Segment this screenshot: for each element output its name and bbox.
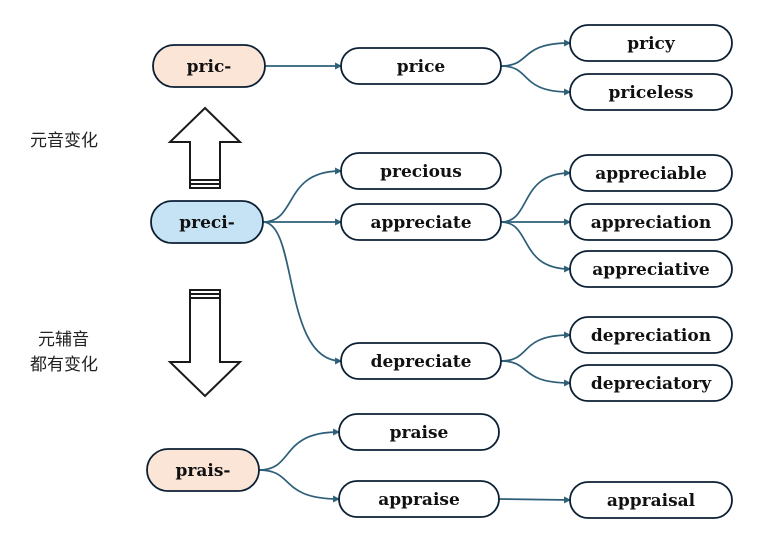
nodes-layer: pric-price pricy priceless preci-precious ap… — [146, 24, 733, 519]
node-preci-label: preci- — [179, 213, 235, 233]
node-depreciation-label: depreciation — [591, 326, 711, 346]
node-appreciative-label: appreciative — [592, 260, 710, 280]
edge-price-to-pricy — [500, 39, 572, 67]
node-appraise: appraise — [338, 480, 500, 518]
node-pricy-label: pricy — [627, 34, 676, 54]
node-pric-box — [152, 44, 266, 88]
edge-preci-to-precious — [262, 167, 343, 223]
edge-preci-to-depreciate — [262, 221, 343, 365]
node-precious: precious — [340, 152, 502, 190]
node-pricy: pricy — [569, 24, 733, 62]
node-depreciatory: depreciatory — [569, 364, 733, 402]
edges-layer — [258, 39, 572, 504]
node-preci: preci- — [150, 200, 264, 244]
node-pric: pric- — [152, 44, 266, 88]
note-both-change-line1: 元辅音 — [38, 330, 89, 350]
node-appreciation: appreciation — [569, 203, 733, 241]
node-depreciation-box — [569, 316, 733, 354]
node-price-label: price — [397, 57, 446, 77]
node-appreciation-label: appreciation — [591, 213, 711, 233]
edge-price-to-priceless — [500, 65, 572, 96]
edge-appreciate-to-appreciable — [500, 169, 572, 223]
node-appreciate-label: appreciate — [370, 213, 471, 233]
edge-prais-to-appraise — [258, 469, 341, 503]
edge-appreciate-to-appreciative — [500, 221, 572, 273]
node-appreciation-box — [569, 203, 733, 241]
edge-depreciate-to-depreciatory — [500, 360, 572, 387]
node-appraise-box — [338, 480, 500, 518]
node-priceless-label: priceless — [609, 83, 694, 103]
node-appraisal-label: appraisal — [607, 491, 696, 511]
node-prais: prais- — [146, 448, 260, 492]
note-vowel-change: 元音变化 — [30, 131, 98, 151]
edge-depreciate-to-depreciation — [500, 331, 572, 362]
node-priceless-box — [569, 73, 733, 111]
node-depreciatory-box — [569, 364, 733, 402]
edge-appraise-to-appraisal — [498, 496, 572, 504]
node-praise: praise — [338, 413, 500, 451]
up-arrow-icon — [167, 106, 243, 189]
node-appraisal: appraisal — [569, 481, 733, 519]
node-depreciatory-label: depreciatory — [591, 374, 712, 394]
node-preci-box — [150, 200, 264, 244]
node-appreciable-label: appreciable — [595, 164, 707, 184]
node-praise-box — [338, 413, 500, 451]
node-appraise-label: appraise — [378, 490, 460, 510]
node-appreciable: appreciable — [569, 154, 733, 192]
node-precious-label: precious — [380, 162, 462, 182]
node-price: price — [340, 47, 502, 85]
node-prais-box — [146, 448, 260, 492]
note-both-change-line2: 都有变化 — [30, 355, 98, 375]
node-appreciate: appreciate — [340, 203, 502, 241]
node-price-box — [340, 47, 502, 85]
down-arrow-icon — [167, 289, 243, 398]
node-depreciate-label: depreciate — [371, 352, 472, 372]
node-depreciate-box — [340, 342, 502, 380]
node-prais-label: prais- — [176, 461, 231, 481]
node-depreciation: depreciation — [569, 316, 733, 354]
node-priceless: priceless — [569, 73, 733, 111]
node-appreciative-box — [569, 250, 733, 288]
node-pric-label: pric- — [187, 57, 232, 77]
node-precious-box — [340, 152, 502, 190]
node-appraisal-box — [569, 481, 733, 519]
node-appreciative: appreciative — [569, 250, 733, 288]
node-appreciable-box — [569, 154, 733, 192]
edge-prais-to-praise — [258, 428, 341, 471]
node-praise-label: praise — [390, 423, 449, 443]
node-pricy-box — [569, 24, 733, 62]
node-appreciate-box — [340, 203, 502, 241]
node-depreciate: depreciate — [340, 342, 502, 380]
